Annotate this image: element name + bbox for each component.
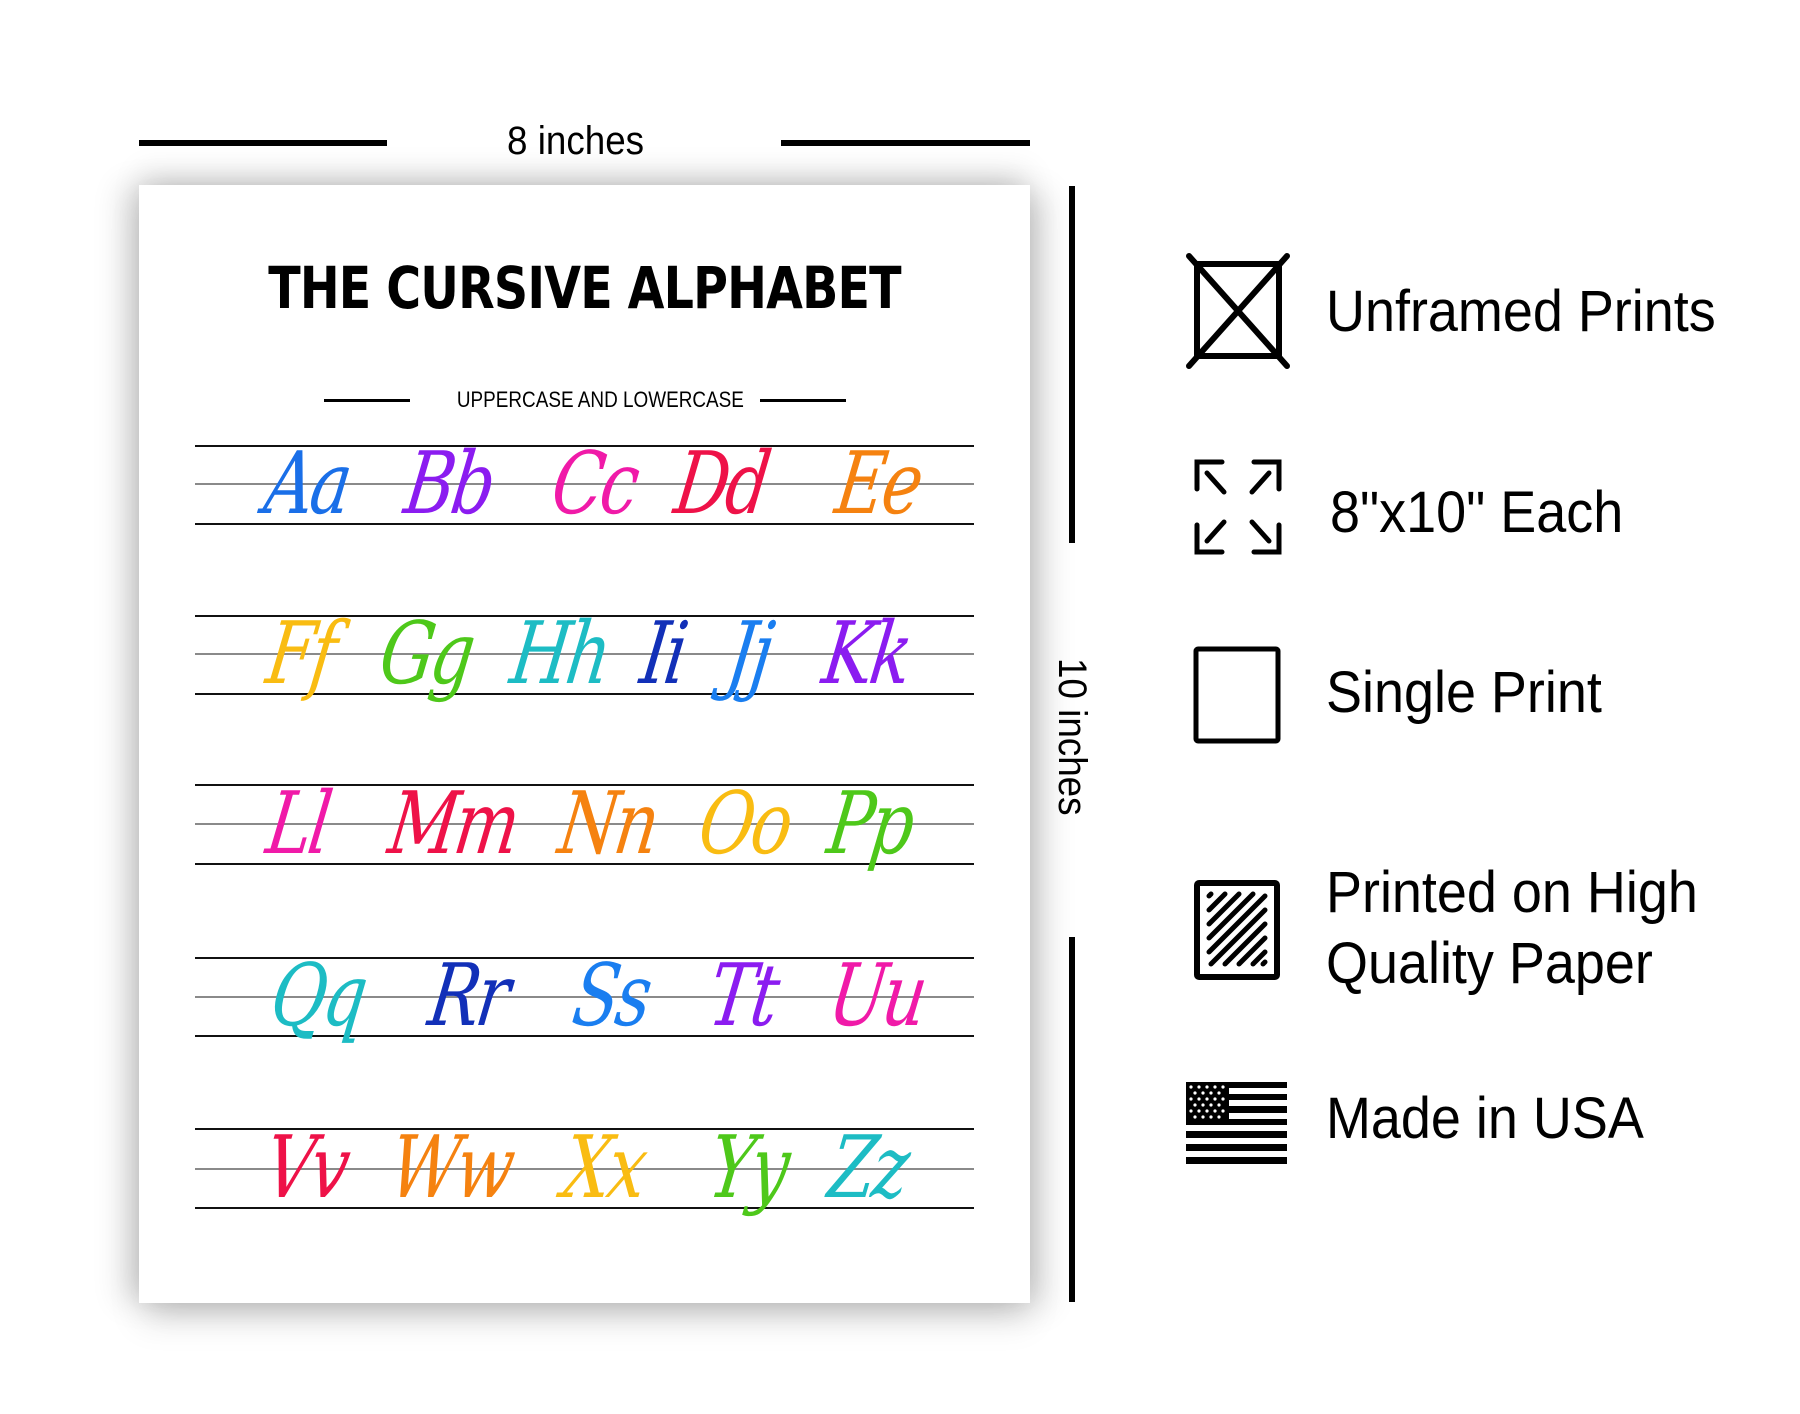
letter-pair: Mm xyxy=(383,774,524,874)
feature-paper-label-line1: Printed on High xyxy=(1326,860,1698,925)
letter-pair: Gg xyxy=(374,604,479,704)
letter-pair: Oo xyxy=(693,774,797,874)
letter-pair: Uu xyxy=(823,946,931,1046)
usa-flag-icon xyxy=(1186,1082,1287,1164)
guide-line-bottom xyxy=(195,693,974,695)
feature-unframed-label: Unframed Prints xyxy=(1326,279,1716,344)
letter-pair: Zz xyxy=(823,1118,913,1218)
letter-pair: Pp xyxy=(822,774,918,874)
letter-pair: Ll xyxy=(261,774,335,874)
letter-pair: Hh xyxy=(505,604,615,704)
width-measure-line-left xyxy=(139,140,387,146)
feature-usa-label: Made in USA xyxy=(1326,1086,1644,1151)
feature-single-print-label: Single Print xyxy=(1326,660,1602,725)
letter-pair: Cc xyxy=(546,434,643,534)
guide-line-mid xyxy=(195,653,974,655)
guide-line-top xyxy=(195,1128,974,1130)
letter-pair: Jj xyxy=(721,604,777,704)
poster-subtitle: UPPERCASE AND LOWERCASE xyxy=(456,387,744,412)
letter-pair: Dd xyxy=(669,434,774,534)
height-measure-line-bottom xyxy=(1069,937,1075,1302)
poster-subtitle-group: UPPERCASE AND LOWERCASE xyxy=(324,387,846,413)
alphabet-row-5: Vv Ww Xx Yy Zz xyxy=(195,1118,974,1218)
letter-pair: Ii xyxy=(635,604,691,704)
letter-pair: Vv xyxy=(259,1118,354,1218)
letter-pair: Bb xyxy=(399,434,500,534)
guide-line-bottom xyxy=(195,523,974,525)
alphabet-row-4: Qq Rr Ss Tt Uu xyxy=(195,946,974,1046)
alphabet-row-1: Aa Bb Cc Dd Ee xyxy=(195,434,974,534)
width-label: 8 inches xyxy=(507,119,645,163)
guide-line-mid xyxy=(195,483,974,485)
letter-pair: Aa xyxy=(259,434,356,534)
subtitle-dash-right xyxy=(760,399,846,402)
letter-pair: Yy xyxy=(703,1118,794,1218)
guide-line-top xyxy=(195,784,974,786)
feature-size-label: 8"x10" Each xyxy=(1330,480,1624,545)
letter-pair: Ff xyxy=(261,604,341,704)
letter-pair: Kk xyxy=(817,604,916,704)
unframed-icon xyxy=(1185,252,1291,370)
letter-pair: Tt xyxy=(703,946,783,1046)
letter-pair: Nn xyxy=(553,774,663,874)
cursive-alphabet-poster: THE CURSIVE ALPHABET UPPERCASE AND LOWER… xyxy=(139,185,1030,1303)
guide-line-mid xyxy=(195,823,974,825)
guide-line-mid xyxy=(195,1168,974,1170)
letter-pair: Qq xyxy=(265,946,371,1046)
poster-title: THE CURSIVE ALPHABET xyxy=(268,254,901,322)
feature-paper-label-line2: Quality Paper xyxy=(1326,931,1653,996)
guide-line-bottom xyxy=(195,863,974,865)
height-measure-line-top xyxy=(1069,186,1075,543)
alphabet-row-3: Ll Mm Nn Oo Pp xyxy=(195,774,974,874)
letter-pair: Ee xyxy=(830,434,927,534)
letter-pair: Ss xyxy=(567,946,656,1046)
letter-pair: Rr xyxy=(423,946,514,1046)
guide-line-top xyxy=(195,445,974,447)
guide-line-bottom xyxy=(195,1035,974,1037)
alphabet-row-2: Ff Gg Hh Ii Jj Kk xyxy=(195,604,974,704)
width-measure-line-right xyxy=(781,140,1030,146)
guide-line-top xyxy=(195,957,974,959)
guide-line-mid xyxy=(195,996,974,998)
guide-line-top xyxy=(195,615,974,617)
size-expand-icon xyxy=(1194,459,1282,555)
height-label: 10 inches xyxy=(1050,658,1094,816)
subtitle-dash-left xyxy=(324,399,410,402)
single-print-icon xyxy=(1193,646,1281,744)
letter-pair: Xx xyxy=(557,1118,651,1218)
paper-quality-icon xyxy=(1194,880,1280,980)
guide-line-bottom xyxy=(195,1207,974,1209)
letter-pair: Ww xyxy=(384,1118,519,1218)
